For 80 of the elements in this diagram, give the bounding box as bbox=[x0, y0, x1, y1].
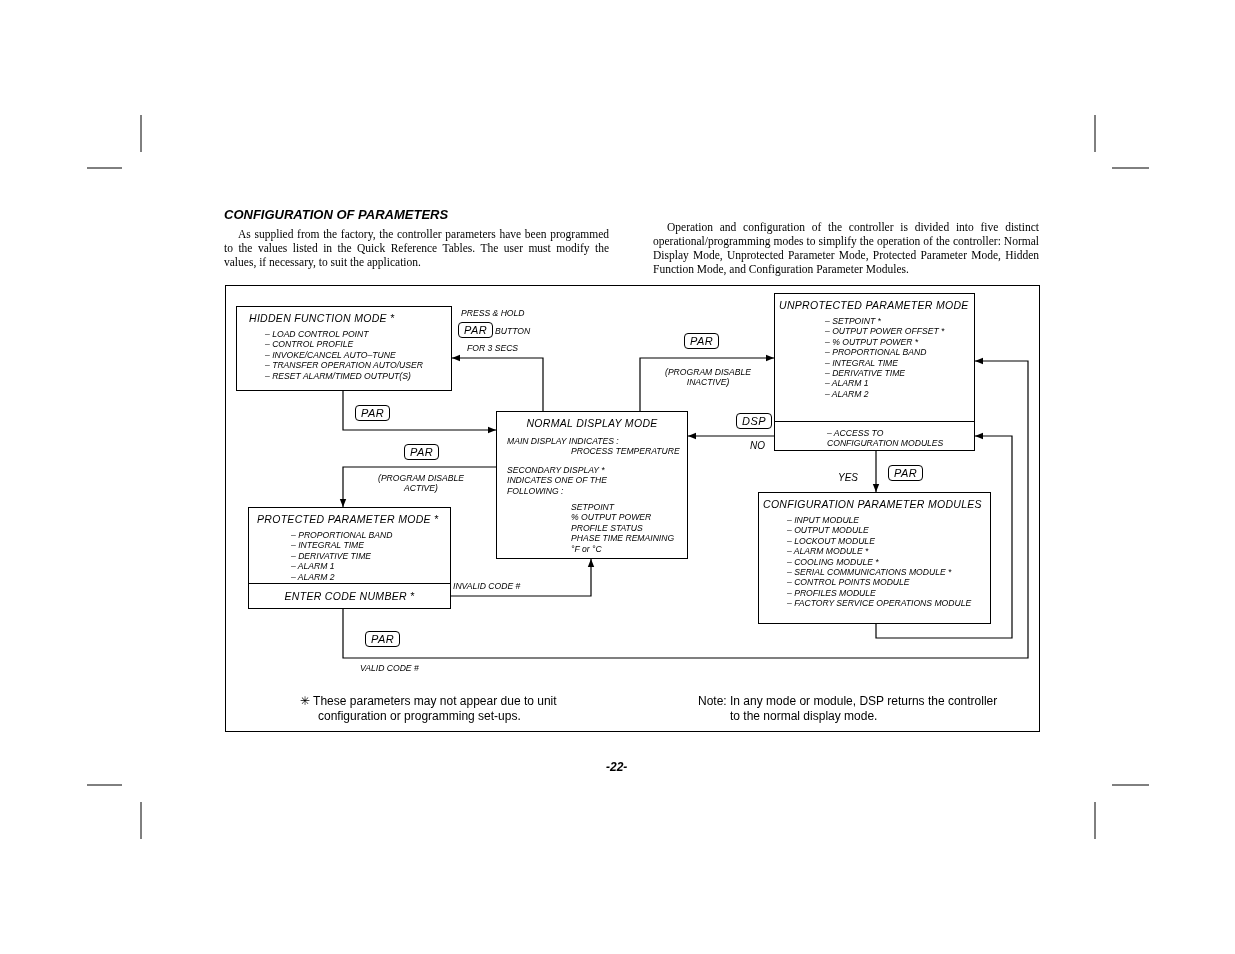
section-title: CONFIGURATION OF PARAMETERS bbox=[224, 207, 449, 222]
box-section bbox=[774, 421, 975, 451]
arrow bbox=[342, 357, 1029, 659]
list-item: – COOLING MODULE * bbox=[786, 556, 880, 568]
list-item: – SETPOINT * bbox=[824, 316, 882, 327]
mode-box bbox=[248, 507, 451, 584]
arrow bbox=[872, 450, 880, 493]
arrow bbox=[687, 432, 775, 440]
page-number: -22- bbox=[606, 760, 628, 774]
mode-box bbox=[496, 411, 688, 559]
list-item: °F or °C bbox=[570, 543, 603, 555]
list-item: – ALARM 1 bbox=[290, 561, 336, 572]
list-item: – PROFILES MODULE bbox=[786, 587, 877, 599]
list-item: – INVOKE/CANCEL AUTO–TUNE bbox=[264, 349, 397, 361]
list-item: – TRANSFER OPERATION AUTO/USER bbox=[264, 360, 424, 371]
list-item: – LOCKOUT MODULE bbox=[786, 535, 876, 547]
key-label: PAR bbox=[355, 405, 391, 421]
footnote: ✳ These parameters may not appear due to unit configuration or programming set-ups. bbox=[300, 694, 558, 724]
key-label: PAR bbox=[888, 465, 924, 481]
list-item: PROCESS TEMPERATURE bbox=[570, 446, 681, 457]
key-label: PAR bbox=[684, 333, 720, 349]
diagram-label: FOR 3 SECS bbox=[467, 343, 519, 353]
diagram-label: (PROGRAM DISABLE ACTIVE) bbox=[377, 473, 465, 493]
mode-box bbox=[236, 306, 452, 391]
list-item: – OUTPUT POWER OFFSET * bbox=[824, 326, 946, 337]
list-item: SETPOINT bbox=[570, 502, 616, 513]
mode-box bbox=[758, 492, 991, 624]
list-item: PROFILE STATUS bbox=[570, 522, 644, 534]
list-item: MAIN DISPLAY INDICATES : bbox=[506, 436, 620, 447]
diagram-label: VALID CODE # bbox=[360, 663, 419, 673]
list-item: – RESET ALARM/TIMED OUTPUT(S) bbox=[264, 370, 412, 382]
box-heading: HIDDEN FUNCTION MODE * bbox=[248, 311, 396, 325]
list-item: – FACTORY SERVICE OPERATIONS MODULE bbox=[786, 598, 973, 609]
diagram-label: PRESS & HOLD bbox=[461, 308, 525, 318]
list-item: PHASE TIME REMAINING bbox=[570, 533, 676, 544]
list-item: – INPUT MODULE bbox=[786, 515, 861, 526]
box-section bbox=[248, 583, 451, 609]
list-item: – ALARM MODULE * bbox=[786, 546, 870, 557]
list-item: – CONTROL POINTS MODULE bbox=[786, 577, 911, 588]
box-heading: UNPROTECTED PARAMETER MODE bbox=[778, 298, 970, 312]
list-item: – OUTPUT MODULE bbox=[786, 525, 870, 536]
list-item: – SERIAL COMMUNICATIONS MODULE * bbox=[786, 567, 953, 578]
note-text: Note: In any mode or module, DSP returns the controller to the normal display mode. bbox=[698, 694, 999, 724]
key-label: PAR bbox=[404, 444, 440, 460]
box-heading: CONFIGURATION PARAMETER MODULES bbox=[762, 497, 983, 511]
key-label: PAR bbox=[458, 322, 494, 338]
list-item: – DERIVATIVE TIME bbox=[290, 550, 373, 562]
list-item: – CONTROL PROFILE bbox=[264, 339, 355, 350]
list-item: – PROPORTIONAL BAND bbox=[824, 347, 928, 358]
list-item: % OUTPUT POWER bbox=[570, 512, 653, 523]
diagram-label: NO bbox=[750, 440, 765, 451]
box-text: ENTER CODE NUMBER * bbox=[283, 589, 416, 603]
diagram-label: (PROGRAM DISABLE INACTIVE) bbox=[664, 367, 752, 387]
arrow bbox=[339, 466, 497, 508]
arrow bbox=[450, 558, 595, 597]
mode-box bbox=[774, 293, 975, 422]
box-heading: NORMAL DISPLAY MODE bbox=[525, 416, 659, 430]
paragraph: Operation and configuration of the controller is divided into five distinct operational/programming modes to simplify the operation of the controller: Normal Display Mode, Unprotected Parameter Mode, Protected Parameter Mode, Hidden Function Mode, and Configuration Parameter Modules. bbox=[653, 220, 1039, 276]
paragraph: As supplied from the factory, the controller parameters have been programmed to the values listed in the Quick Reference Tables. The user must modify the values, if necessary, to suit the application. bbox=[224, 227, 609, 269]
edge-label: INVALID CODE # bbox=[453, 581, 521, 591]
arrow bbox=[639, 354, 775, 412]
key-label: DSP bbox=[736, 413, 773, 429]
list-item: – PROPORTIONAL BAND bbox=[290, 530, 394, 541]
list-item: – % OUTPUT POWER * bbox=[824, 336, 920, 348]
list-item: – ALARM 1 bbox=[824, 378, 870, 389]
list-item: – INTEGRAL TIME bbox=[290, 540, 365, 551]
list-item: – LOAD CONTROL POINT bbox=[264, 329, 370, 340]
list-item: – ALARM 2 bbox=[824, 388, 870, 400]
list-item: SECONDARY DISPLAY * INDICATES ONE OF THE FOLLOWING : bbox=[506, 464, 608, 497]
arrow bbox=[875, 432, 1013, 639]
key-label: PAR bbox=[365, 631, 401, 647]
arrow bbox=[342, 390, 497, 434]
box-text: – ACCESS TO CONFIGURATION MODULES bbox=[826, 428, 945, 449]
list-item: – DERIVATIVE TIME bbox=[824, 368, 907, 379]
box-heading: PROTECTED PARAMETER MODE * bbox=[256, 512, 440, 526]
arrow bbox=[451, 354, 544, 412]
list-item: – ALARM 2 bbox=[290, 571, 336, 583]
diagram-label: YES bbox=[838, 472, 858, 483]
diagram-label: BUTTON bbox=[495, 326, 531, 336]
list-item: – INTEGRAL TIME bbox=[824, 357, 899, 369]
